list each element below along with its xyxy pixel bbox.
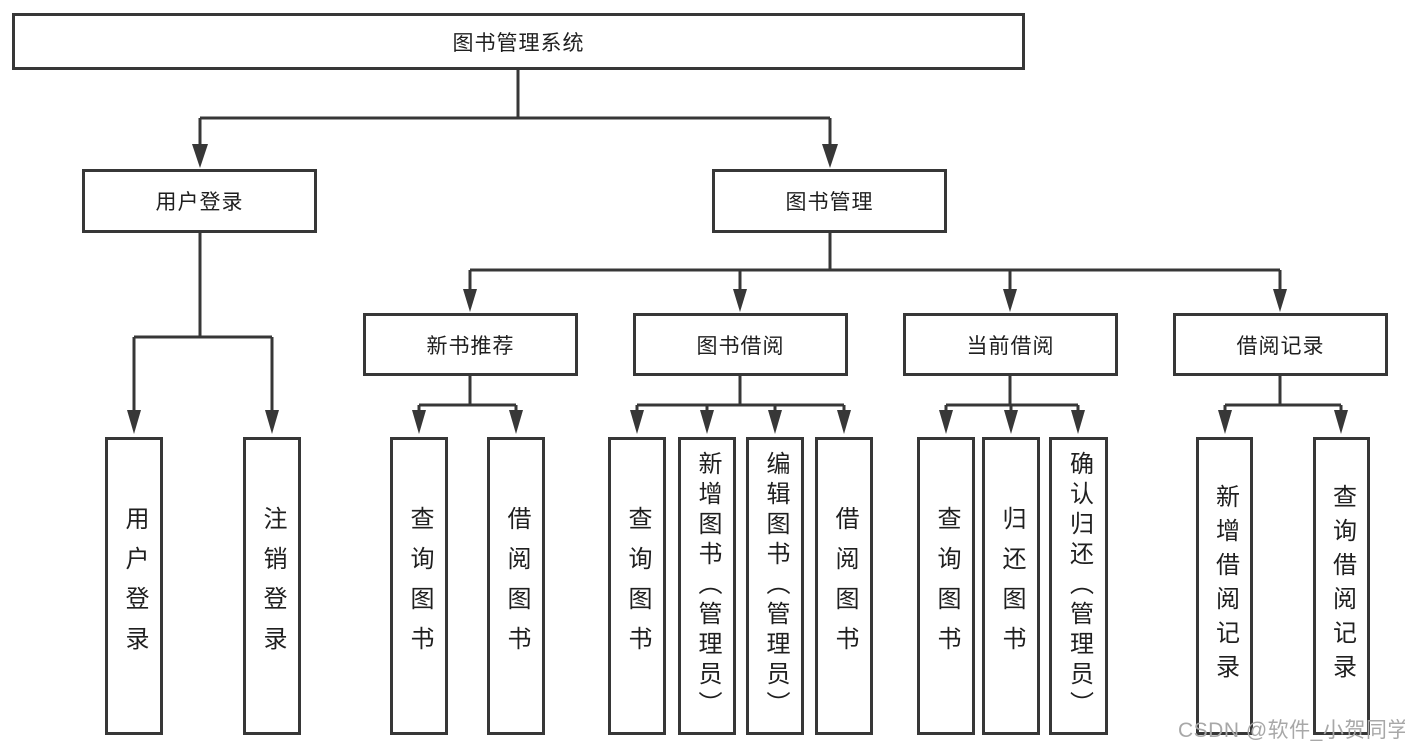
node-user-login: 用户登录 [82,169,317,233]
leaf-return-books: 归还图书 [982,437,1040,735]
connector-book-borrow-split [630,376,851,434]
leaf-confirm-return-admin: 确认归还（管理员） [1049,437,1108,735]
leaf-new-books-borrow-label: 借阅图书 [503,506,530,666]
connector-book-mgmt-split [463,233,1287,312]
leaf-query-borrow-record: 查询借阅记录 [1313,437,1370,735]
leaf-edit-books-admin: 编辑图书（管理员） [746,437,804,735]
node-borrow-records: 借阅记录 [1173,313,1388,376]
connector-root-split [192,70,838,168]
node-book-mgmt: 图书管理 [712,169,947,233]
node-current-borrow: 当前借阅 [903,313,1118,376]
leaf-new-books-borrow: 借阅图书 [487,437,545,735]
connector-current-borrow-split [939,376,1085,434]
leaf-new-books-query: 查询图书 [390,437,448,735]
leaf-current-query-books: 查询图书 [917,437,975,735]
leaf-current-query-books-label: 查询图书 [933,506,960,666]
node-new-books: 新书推荐 [363,313,578,376]
leaf-borrow-books-label: 借阅图书 [831,506,858,666]
leaf-borrow-books: 借阅图书 [815,437,873,735]
leaf-logout: 注销登录 [243,437,301,735]
leaf-new-books-query-label: 查询图书 [406,506,433,666]
leaf-add-borrow-record: 新增借阅记录 [1196,437,1253,735]
node-new-books-label: 新书推荐 [426,334,515,358]
connector-borrow-records-split [1218,376,1348,434]
leaf-query-borrow-record-label: 查询借阅记录 [1328,484,1356,688]
leaf-edit-books-admin-label: 编辑图书（管理员） [762,451,789,721]
csdn-watermark: CSDN @软件_小贺同学 [1178,719,1405,742]
connector-new-books-split [412,376,523,434]
connector-user-login-split [127,233,279,434]
leaf-borrow-query-books: 查询图书 [608,437,666,735]
node-borrow-records-label: 借阅记录 [1236,334,1325,358]
node-library-system: 图书管理系统 [12,13,1025,70]
node-library-system-label: 图书管理系统 [452,31,585,55]
node-book-borrow-label: 图书借阅 [696,334,785,358]
leaf-add-borrow-record-label: 新增借阅记录 [1211,484,1239,688]
leaf-add-books-admin: 新增图书（管理员） [678,437,736,735]
node-book-borrow: 图书借阅 [633,313,848,376]
leaf-logout-label: 注销登录 [259,506,286,666]
leaf-return-books-label: 归还图书 [998,506,1025,666]
leaf-borrow-query-books-label: 查询图书 [624,506,651,666]
node-book-mgmt-label: 图书管理 [785,191,874,214]
node-user-login-label: 用户登录 [155,191,244,214]
leaf-user-login-label: 用户登录 [121,506,148,666]
leaf-confirm-return-admin-label: 确认归还（管理员） [1065,451,1093,721]
leaf-add-books-admin-label: 新增图书（管理员） [694,451,721,721]
node-current-borrow-label: 当前借阅 [966,334,1055,358]
leaf-user-login: 用户登录 [105,437,163,735]
